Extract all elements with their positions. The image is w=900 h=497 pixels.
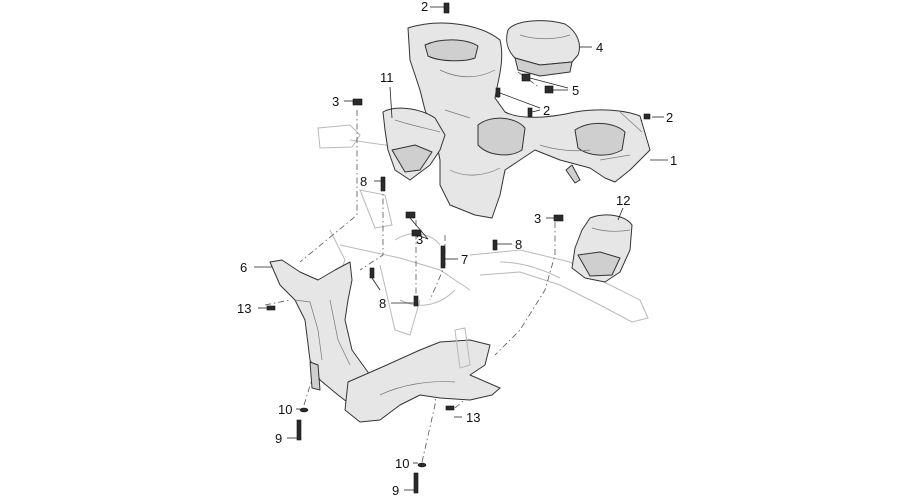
bolt-9-right <box>413 472 419 494</box>
callout-3-mid: 3 <box>416 232 423 247</box>
callout-2-right: 2 <box>666 110 673 125</box>
screw-13-right <box>445 405 455 411</box>
callout-6: 6 <box>240 260 247 275</box>
callout-9-left: 9 <box>275 431 282 446</box>
callout-1: 1 <box>670 153 677 168</box>
callout-12: 12 <box>616 193 630 208</box>
nut-5-b <box>544 85 554 94</box>
screw-2-top <box>443 2 450 14</box>
callout-13-left: 13 <box>237 301 251 316</box>
callout-5: 5 <box>572 83 579 98</box>
part-front-lower-panel <box>344 327 501 423</box>
callout-13-right: 13 <box>466 410 480 425</box>
callout-10-left: 10 <box>278 402 292 417</box>
screw-8-mid <box>492 239 498 251</box>
bolt-9-left <box>296 419 302 441</box>
callout-7: 7 <box>461 252 468 267</box>
callout-4: 4 <box>596 40 603 55</box>
callout-8-left: 8 <box>360 174 367 189</box>
screw-2-right-b <box>643 113 651 120</box>
callout-3-right: 3 <box>534 211 541 226</box>
callout-11: 11 <box>380 70 394 85</box>
callout-labels: 1 2 2 2 3 3 3 4 5 6 7 8 8 8 9 9 10 10 11… <box>237 0 677 497</box>
callout-2-mid: 2 <box>543 103 550 118</box>
handlebar-frame-ghost <box>317 124 649 336</box>
callout-3-left: 3 <box>332 94 339 109</box>
callout-8-low: 8 <box>379 296 386 311</box>
clip-3-left <box>352 98 363 106</box>
callout-9-right: 9 <box>392 483 399 497</box>
part-4-upper-cap <box>506 20 580 77</box>
callout-2-top: 2 <box>421 0 428 14</box>
washer-10-left <box>299 407 309 413</box>
part-1-handlebar-cover <box>407 22 651 219</box>
part-11-left-housing <box>382 107 446 181</box>
screw-8-frame <box>369 267 375 279</box>
clip-3-right <box>553 214 564 222</box>
washer-10-right <box>417 462 427 468</box>
screw-8-low <box>413 295 419 307</box>
part-12-right-housing <box>571 214 633 283</box>
screw-2-right-a <box>527 107 533 118</box>
nut-5-a <box>521 73 531 82</box>
fasteners <box>266 2 651 494</box>
clip-3-mid-a <box>405 211 416 219</box>
leader-lines <box>254 6 668 491</box>
screw-13-left <box>266 305 276 311</box>
callout-10-right: 10 <box>395 456 409 471</box>
screw-8-left <box>380 176 386 192</box>
screw-2-mid <box>495 87 501 98</box>
screw-7 <box>440 245 446 269</box>
callout-8-mid: 8 <box>515 237 522 252</box>
